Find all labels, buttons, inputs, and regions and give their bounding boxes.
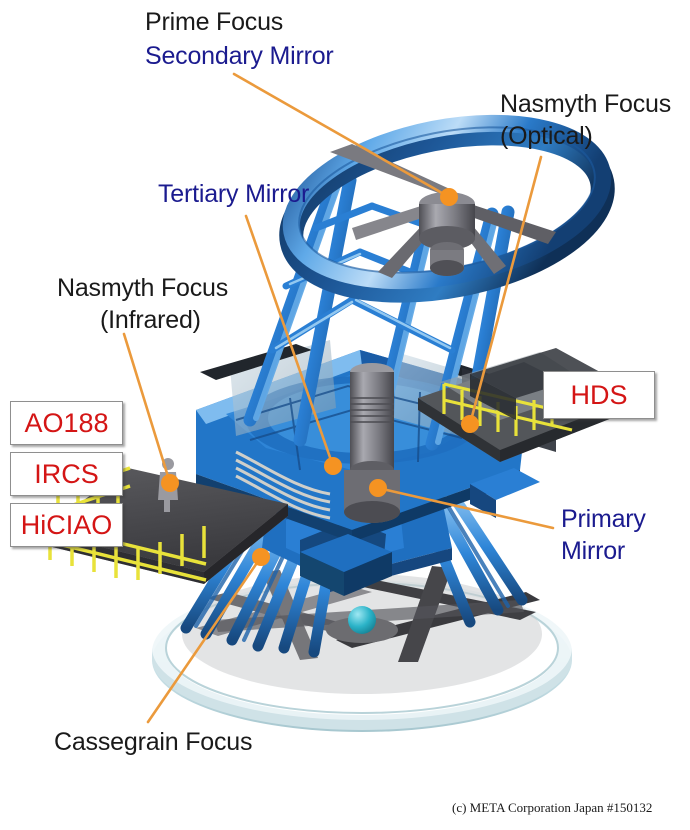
teal-sphere xyxy=(348,606,376,634)
tertiary-mirror-tower xyxy=(344,363,400,523)
cassegrain-instrument-unit xyxy=(300,468,540,596)
nasmyth-infrared-leader xyxy=(122,332,172,485)
callout-nasmyth-infrared-line1: Nasmyth Focus xyxy=(57,274,229,302)
cassegrain-leader-dot xyxy=(252,548,270,566)
secondary-mirror-ring xyxy=(279,114,615,303)
cassegrain-leader xyxy=(146,555,263,724)
callout-prime-focus-line1: Prime Focus xyxy=(145,8,284,36)
prime-focus-leader-dot xyxy=(440,188,458,206)
callout-tertiary-mirror: Tertiary Mirror xyxy=(158,180,310,208)
callout-cassegrain-focus: Cassegrain Focus xyxy=(54,728,253,756)
instrument-box-hds[interactable]: HDS xyxy=(543,371,655,419)
primary-mirror-leader-dot xyxy=(369,479,387,497)
tertiary-mirror-leader xyxy=(244,214,335,468)
callout-nasmyth-optical-line1: Nasmyth Focus xyxy=(500,90,672,118)
callout-primary-mirror-line1: Primary xyxy=(561,505,646,533)
callout-nasmyth-optical-line2: (Optical) xyxy=(500,122,593,150)
nasmyth-optical-leader-dot xyxy=(461,415,479,433)
tertiary-mirror-leader-dot xyxy=(324,457,342,475)
nasmyth-infrared-leader-dot xyxy=(161,474,179,492)
callout-nasmyth-infrared-line2: (Infrared) xyxy=(100,306,201,334)
prime-focus-leader xyxy=(232,72,451,199)
nasmyth-optical-leader xyxy=(468,155,543,426)
credit-text: (c) META Corporation Japan #150132 xyxy=(452,800,653,815)
instrument-box-ao188[interactable]: AO188 xyxy=(10,401,123,445)
callout-primary-mirror-line2: Mirror xyxy=(561,537,626,565)
leader-lines-group xyxy=(122,72,555,724)
instrument-box-hiciao[interactable]: HiCIAO xyxy=(10,503,123,547)
callout-secondary-mirror-line2: Secondary Mirror xyxy=(145,42,334,70)
primary-mirror-leader xyxy=(376,486,555,530)
instrument-box-ircs[interactable]: IRCS xyxy=(10,452,123,496)
cable-bundle xyxy=(235,450,331,520)
